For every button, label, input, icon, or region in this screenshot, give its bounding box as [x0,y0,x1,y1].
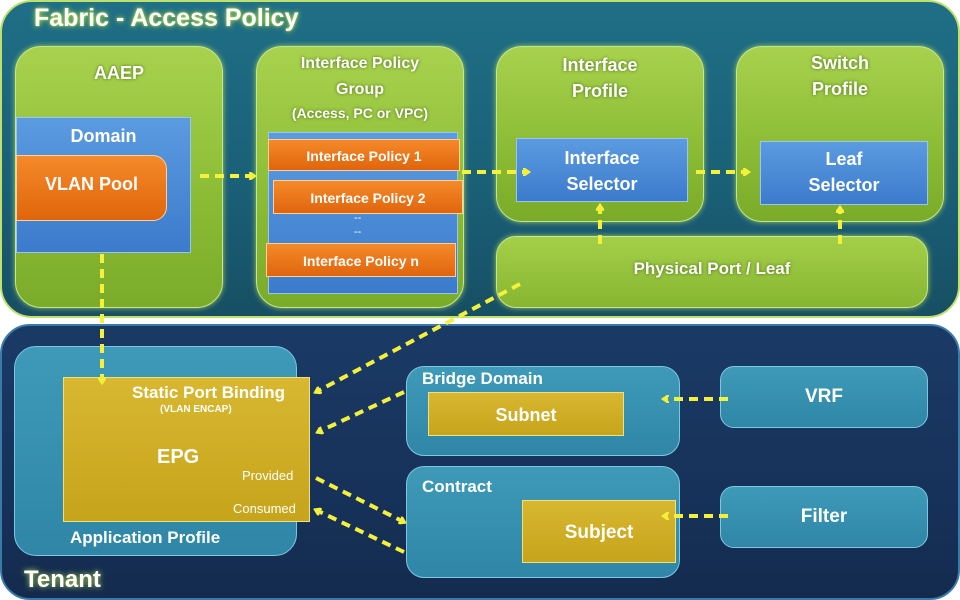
interface-policy-1[interactable]: Interface Policy 1 [268,139,460,171]
arrow-physical-to-static-binding [316,282,521,392]
interface-profile-title-line2: Profile [571,81,628,101]
fabric-title: Fabric - Access Policy [34,4,299,32]
contract-label: Contract [422,477,492,496]
application-profile-label: Application Profile [70,528,221,547]
consumed-label: Consumed [233,501,296,516]
epg-label: EPG [157,446,200,468]
ipg-title-line1: Interface Policy [300,55,420,72]
ipg-subtitle: (Access, PC or VPC) [291,105,429,121]
physical-port-leaf-panel[interactable] [496,236,928,308]
tenant-title: Tenant [24,566,101,593]
bridge-domain-label: Bridge Domain [422,369,543,388]
aaep-title: AAEP [93,63,144,83]
vlan-encap-label: (VLAN ENCAP) [160,404,232,415]
leaf-selector-line1: Leaf [825,149,863,169]
physical-port-leaf-label: Physical Port / Leaf [633,259,791,278]
leaf-selector-box[interactable]: Leaf Selector [760,141,928,205]
arrow-provided-to-contract [315,476,404,522]
interface-selector-line1: Interface [564,148,640,168]
arrow-contract-to-consumed [316,510,405,554]
epg-box[interactable] [63,377,310,522]
leaf-selector-line2: Selector [808,175,880,195]
arrow-bridge-domain-to-epg [318,390,405,432]
ipg-dash-2: -- [354,226,362,238]
interface-profile-title-line1: Interface [562,55,638,75]
vrf-box[interactable]: VRF [720,366,928,428]
vlan-pool-box[interactable]: VLAN Pool [16,155,167,221]
switch-profile-title-line1: Switch [810,53,869,73]
ipg-title-line2: Group [336,81,384,98]
domain-label: Domain [70,126,137,146]
interface-policy-2[interactable]: Interface Policy 2 [273,180,463,214]
switch-profile-title-line2: Profile [811,79,868,99]
interface-selector-line2: Selector [566,174,638,194]
ipg-dash-1: -- [354,212,362,224]
filter-box[interactable]: Filter [720,486,928,548]
interface-policy-n[interactable]: Interface Policy n [266,243,456,277]
subject-box[interactable]: Subject [522,500,676,563]
provided-label: Provided [242,468,294,483]
static-port-binding-label: Static Port Binding [132,383,285,402]
vlan-pool-label: VLAN Pool [45,174,138,194]
interface-selector-box[interactable]: Interface Selector [516,138,688,202]
subnet-box[interactable]: Subnet [428,392,624,436]
